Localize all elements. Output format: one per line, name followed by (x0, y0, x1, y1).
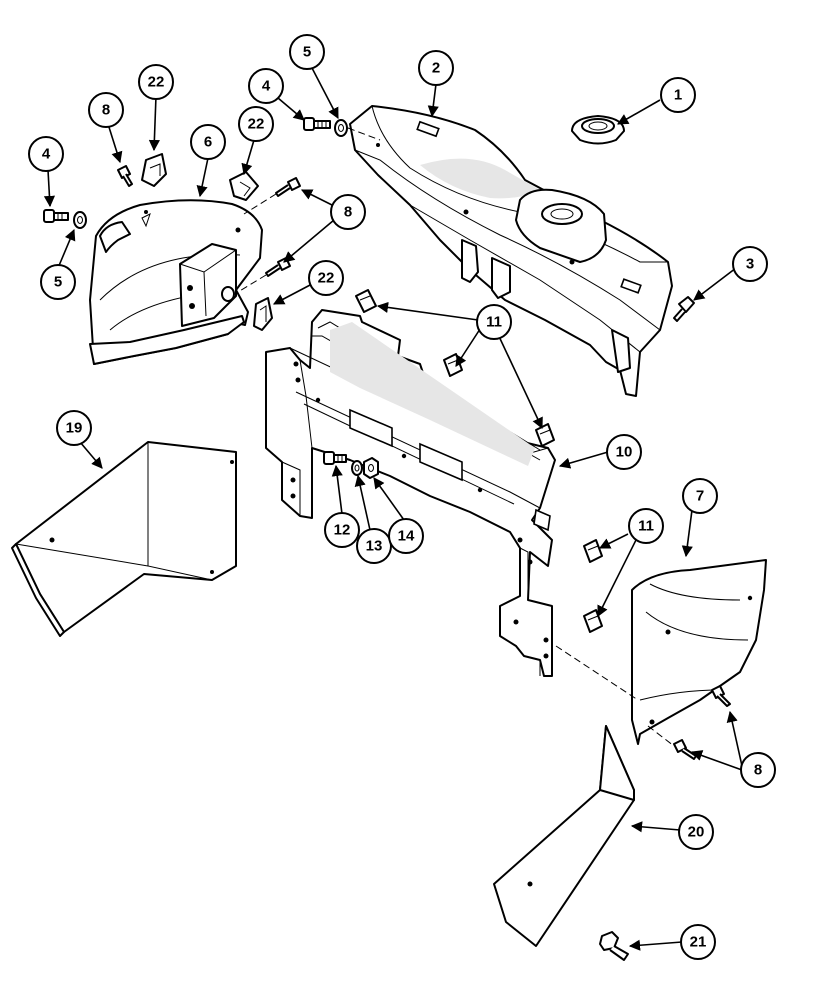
callout-4-upper: 4 (248, 68, 284, 104)
part-11-speed-nut-a (355, 289, 377, 313)
callout-2: 2 (418, 50, 454, 86)
callout-4-left: 4 (28, 136, 64, 172)
part-14-nut (363, 457, 379, 479)
part-4-bolt-upper (303, 117, 331, 131)
callout-11-right: 11 (628, 508, 664, 544)
part-4-bolt-left (43, 209, 69, 223)
part-22-clip-b (229, 171, 259, 201)
callout-8-right: 8 (740, 752, 776, 788)
callout-19: 19 (56, 410, 92, 446)
svg-text:5: 5 (54, 274, 62, 291)
part-7-right-cover (631, 559, 767, 745)
callout-5-left: 5 (40, 264, 76, 300)
part-11-speed-nut-b (443, 353, 463, 377)
svg-text:1: 1 (674, 87, 682, 104)
callout-22-top: 22 (138, 64, 174, 100)
svg-text:11: 11 (486, 314, 502, 331)
part-11-speed-nut-c (535, 423, 555, 447)
callout-13: 13 (356, 528, 392, 564)
callout-8-mid: 8 (330, 194, 366, 230)
svg-text:2: 2 (432, 60, 440, 77)
callout-21: 21 (680, 924, 716, 960)
svg-text:3: 3 (746, 256, 754, 273)
svg-text:8: 8 (344, 204, 352, 221)
callout-22-low: 22 (308, 260, 344, 296)
svg-text:22: 22 (318, 270, 335, 287)
callout-12: 12 (324, 512, 360, 548)
part-1-grommet (571, 115, 625, 145)
callout-1: 1 (660, 77, 696, 113)
callout-20: 20 (678, 814, 714, 850)
svg-text:8: 8 (754, 762, 762, 779)
callout-10: 10 (606, 434, 642, 470)
part-5-washer-upper (334, 119, 348, 137)
callout-6: 6 (190, 124, 226, 160)
svg-text:11: 11 (638, 518, 654, 535)
part-8-screw-b (275, 177, 301, 197)
svg-text:22: 22 (148, 74, 165, 91)
part-19-left-panel (11, 441, 237, 637)
svg-text:4: 4 (262, 78, 271, 95)
part-12-bolt (323, 451, 347, 465)
callout-3: 3 (732, 246, 768, 282)
part-6-left-cover (89, 199, 263, 365)
part-20-right-panel (493, 725, 635, 947)
svg-text:19: 19 (66, 420, 83, 437)
part-13-washer (351, 460, 363, 476)
part-5-washer-left (73, 211, 87, 229)
svg-text:20: 20 (688, 824, 705, 841)
svg-text:22: 22 (248, 116, 265, 133)
svg-text:10: 10 (616, 444, 633, 461)
svg-text:14: 14 (398, 528, 415, 545)
callout-7: 7 (682, 478, 718, 514)
callout-8-top: 8 (88, 92, 124, 128)
svg-text:4: 4 (42, 146, 51, 163)
part-21-hex-bolt (599, 931, 629, 961)
svg-text:21: 21 (690, 934, 707, 951)
svg-text:5: 5 (303, 44, 311, 61)
part-10-main-frame (265, 309, 556, 677)
part-2-upper-housing (349, 105, 673, 397)
leader-lines (43, 67, 743, 951)
part-8-screw-e (673, 739, 697, 760)
svg-text:7: 7 (696, 488, 704, 505)
part-22-clip-c (253, 297, 273, 331)
callout-5-upper: 5 (289, 34, 325, 70)
callout-22-mid: 22 (238, 106, 274, 142)
part-8-screw-a (117, 165, 133, 187)
svg-text:12: 12 (334, 522, 351, 539)
part-22-clip-a (141, 153, 167, 187)
part-3-screw (673, 296, 695, 322)
part-8-screw-d (711, 685, 731, 707)
svg-text:6: 6 (204, 134, 212, 151)
callout-11-upper: 11 (476, 304, 512, 340)
part-11-speed-nut-d (583, 539, 603, 563)
svg-text:8: 8 (102, 102, 110, 119)
svg-text:13: 13 (366, 538, 383, 555)
callout-14: 14 (388, 518, 424, 554)
